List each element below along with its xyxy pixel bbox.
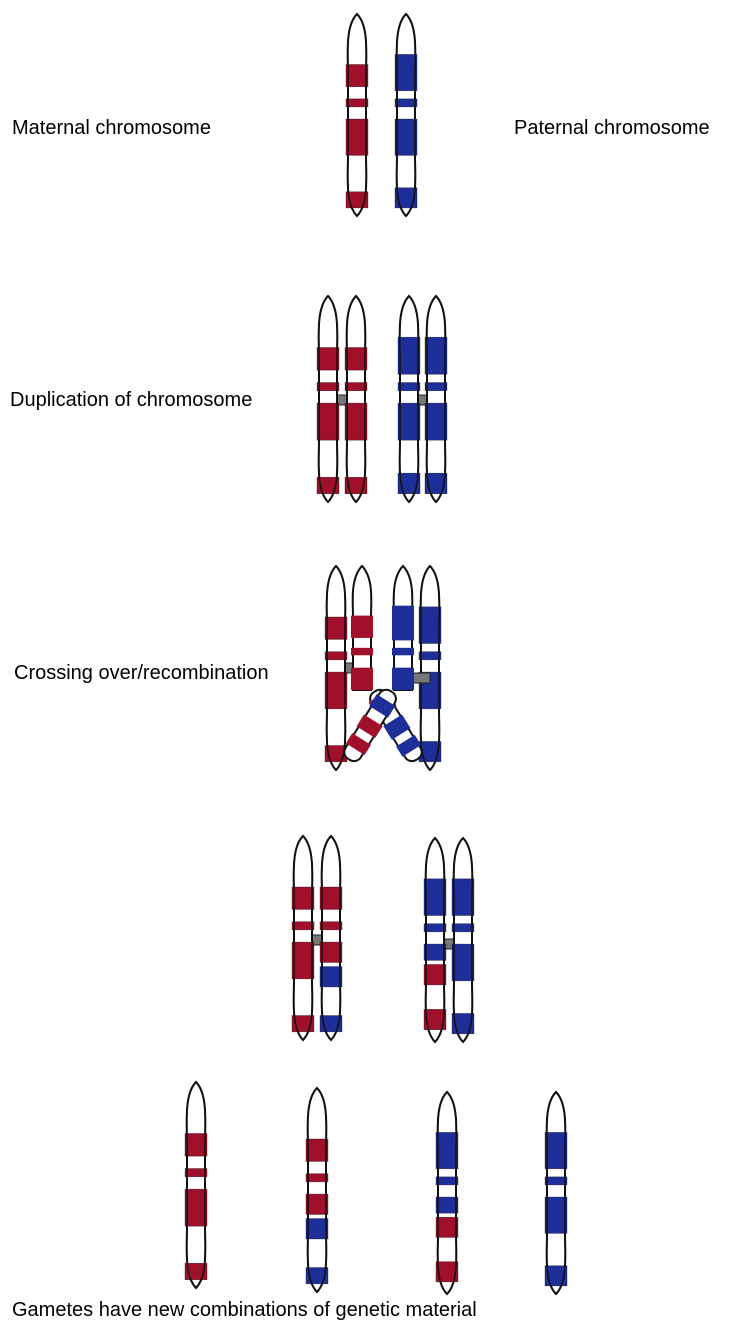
gamete-4-chromosome (544, 1090, 568, 1296)
maternal-chromosome (345, 12, 369, 218)
maternal-chromatid-1 (316, 294, 340, 504)
crossing-chromatids (343, 564, 423, 763)
recombined-paternal-chromatid-1 (423, 836, 447, 1044)
recombined-maternal-chromatid-2 (319, 834, 343, 1042)
maternal-chromosome-label: Maternal chromosome (12, 117, 211, 139)
gamete-1-chromosome (184, 1080, 208, 1290)
duplication-label: Duplication of chromosome (10, 389, 253, 411)
maternal-chromatid-2 (344, 294, 368, 504)
recombined-maternal-chromatid-1 (291, 834, 315, 1042)
paternal-chromosome (394, 12, 418, 218)
crossing-paternal-chromatid-outer (418, 564, 442, 772)
crossing-over-label: Crossing over/recombination (14, 662, 269, 684)
recombined-paternal-chromatid-2 (451, 836, 475, 1044)
paternal-chromatid-1 (397, 294, 421, 504)
gametes-label: Gametes have new combinations of genetic… (12, 1299, 477, 1321)
crossing-maternal-chromatid-outer (324, 564, 348, 772)
paternal-chromosome-label: Paternal chromosome (514, 117, 710, 139)
gamete-2-chromosome (305, 1086, 329, 1294)
paternal-chromatid-2 (424, 294, 448, 504)
gamete-3-chromosome (435, 1090, 459, 1296)
